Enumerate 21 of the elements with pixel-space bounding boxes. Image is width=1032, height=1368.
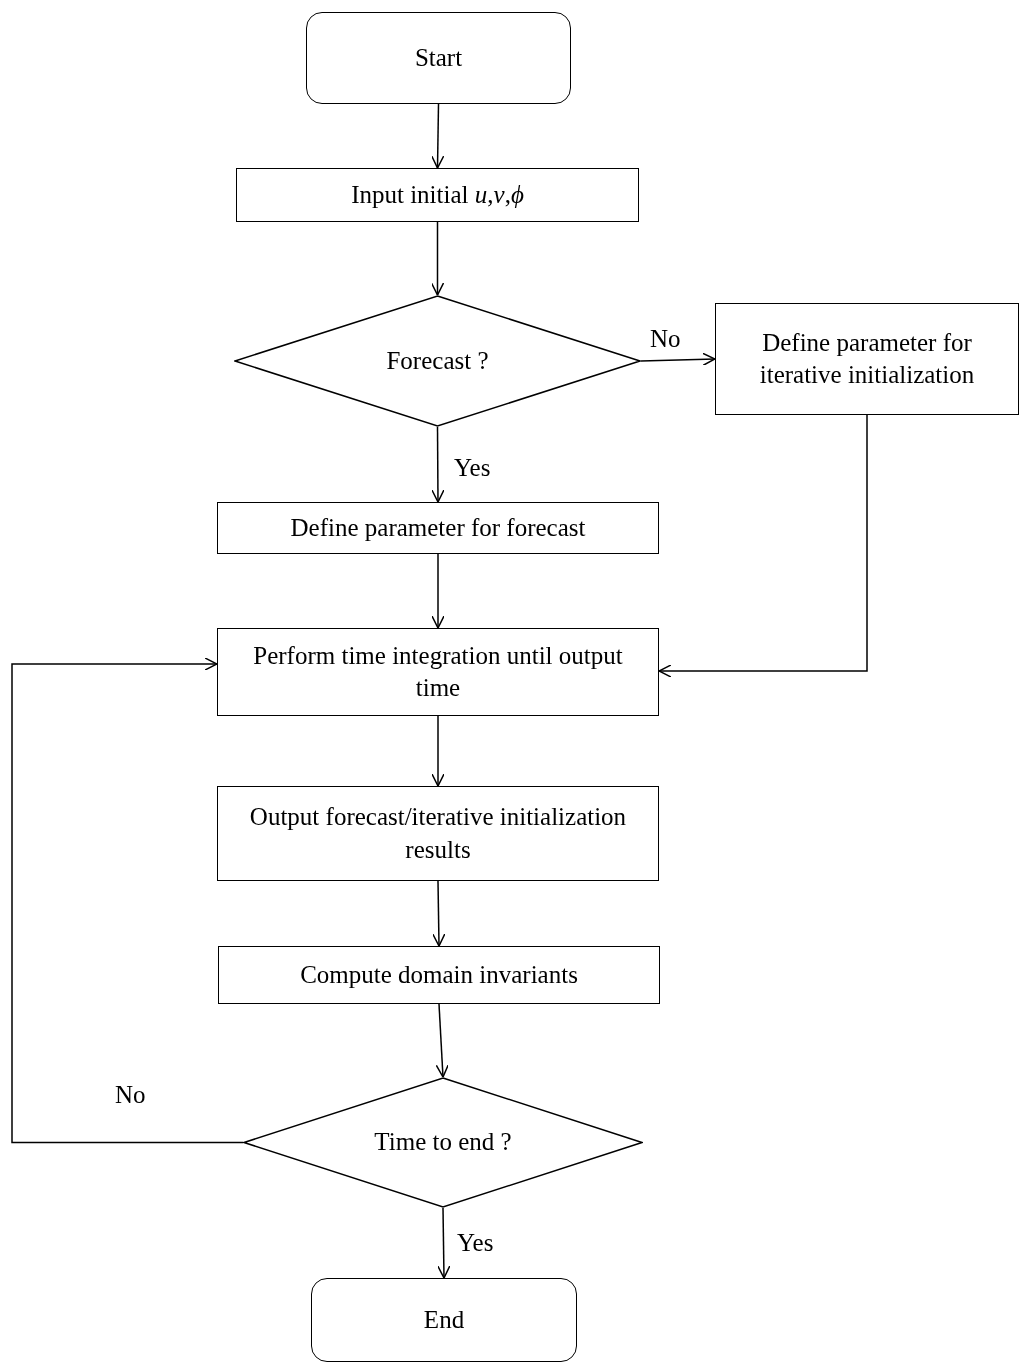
process-box: Perform time integration until output time [217, 628, 659, 716]
arrow [431, 553, 445, 629]
arrow [431, 715, 445, 787]
process-box: Define parameter for iterative initialization [715, 303, 1019, 415]
process-box: Define parameter for forecast [217, 502, 659, 554]
terminal-box: End [311, 1278, 577, 1362]
arrow [11, 657, 244, 1144]
terminal-box: Start [306, 12, 571, 104]
arrow [430, 221, 445, 296]
decision-diamond: Forecast ? [234, 295, 641, 427]
arrow [432, 880, 446, 947]
decision-diamond: Time to end ? [243, 1077, 643, 1208]
arrow [430, 103, 445, 169]
arrow [437, 1207, 451, 1279]
arrow [658, 414, 868, 678]
arrow [431, 426, 445, 503]
process-box: Output forecast/iterative initialization results [217, 786, 659, 881]
process-box: Input initial u,v,ϕ [236, 168, 639, 222]
process-box: Compute domain invariants [218, 946, 660, 1004]
arrow [435, 1003, 450, 1078]
arrow [640, 352, 716, 367]
